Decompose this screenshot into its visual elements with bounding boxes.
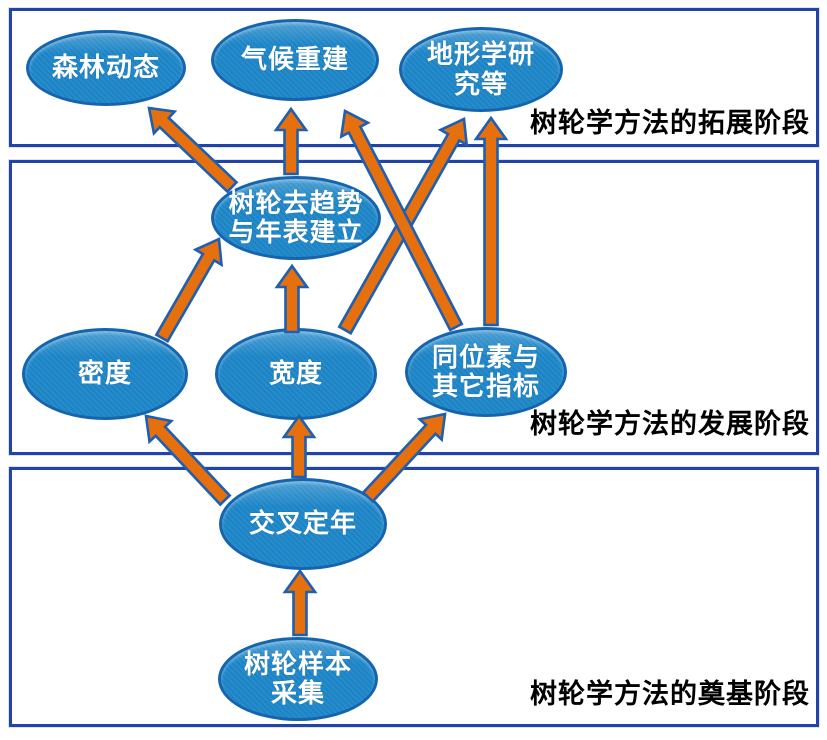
node-detrending-chronology: 树轮去趋势 与年表建立 — [211, 176, 381, 260]
node-crossdating-label: 交叉定年 — [248, 509, 357, 539]
section-development-label: 树轮学方法的发展阶段 — [530, 409, 810, 439]
node-sample-collection-label: 树轮样本 采集 — [243, 649, 352, 708]
node-crossdating: 交叉定年 — [219, 478, 387, 570]
node-climate-reconstruction-label: 气候重建 — [240, 45, 349, 75]
section-foundation-stage: 树轮学方法的奠基阶段 — [9, 467, 819, 727]
node-detrending-chronology-label: 树轮去趋势 与年表建立 — [228, 188, 364, 247]
node-ring-width-label: 宽度 — [268, 359, 323, 389]
node-sample-collection: 树轮样本 采集 — [218, 637, 378, 721]
node-forest-dynamics: 森林动态 — [26, 30, 186, 106]
node-density-label: 密度 — [77, 359, 132, 389]
node-isotopes-other-indicators: 同位素与 其它指标 — [405, 327, 567, 417]
node-geomorphology-research: 地形学研 究等 — [399, 27, 563, 112]
section-foundation-label: 树轮学方法的奠基阶段 — [530, 679, 810, 709]
node-geomorphology-research-label: 地形学研 究等 — [426, 40, 535, 99]
section-expansion-label: 树轮学方法的拓展阶段 — [530, 108, 810, 138]
node-isotopes-other-indicators-label: 同位素与 其它指标 — [431, 342, 540, 401]
node-forest-dynamics-label: 森林动态 — [51, 53, 160, 83]
node-density: 密度 — [22, 328, 188, 420]
node-ring-width: 宽度 — [215, 328, 377, 420]
node-climate-reconstruction: 气候重建 — [211, 19, 379, 101]
